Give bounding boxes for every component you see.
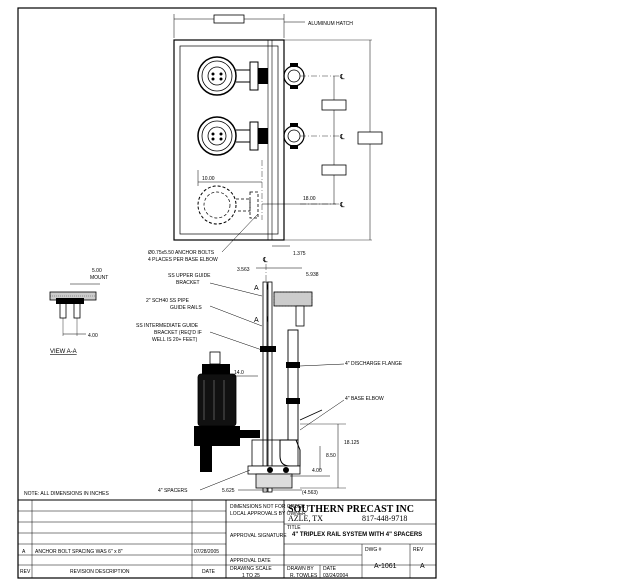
spacers-label: 4" SPACERS [158, 488, 188, 494]
pump-elevation [194, 351, 260, 472]
view-dimension: 4.00 [88, 333, 98, 339]
dimension-14: 14.0 [234, 370, 244, 376]
centerline-1: ℄ [339, 74, 345, 81]
pump-top-view-3 [197, 185, 259, 225]
dimension-10: 10.00 [202, 176, 215, 182]
upper-bracket-label-1: SS UPPER GUIDE [168, 273, 211, 279]
revision-header-number: REV [20, 569, 31, 575]
drawing-scale-label: DRAWING SCALE [230, 566, 272, 572]
upper-bracket-label-2: BRACKET [176, 280, 200, 286]
hatch-inner-frame [179, 45, 279, 235]
company-city: AZLE, TX [288, 514, 323, 523]
plan-view: ALUMINUM HATCH [148, 14, 383, 263]
guide-rail-right [267, 281, 273, 493]
dimension-4563: (4.563) [302, 490, 318, 496]
mount-dimension: 5.00 [92, 268, 102, 274]
rev-value: A [420, 563, 425, 570]
rev-label: REV [413, 547, 424, 553]
date-label: DATE [323, 566, 337, 572]
section-marker-bottom: A [254, 317, 259, 324]
section-marker-top: A [254, 285, 259, 292]
guide-rail-left [262, 281, 268, 493]
title-label: TITLE [287, 525, 301, 531]
anchor-bolts-label-2: 4 PLACES PER BASE ELBOW [148, 257, 218, 263]
company-phone: 817-448-9718 [362, 514, 407, 523]
dimension-18125: 18.125 [344, 440, 360, 446]
revision-row-description: ANCHOR BOLT SPACING WAS 6" x 8" [35, 549, 123, 555]
dimension-5938: 5.938 [306, 272, 319, 278]
intermediate-bracket-label-1: SS INTERMEDIATE GUIDE [136, 323, 199, 329]
centerline-2: ℄ [339, 134, 345, 141]
pump-top-view-1 [197, 56, 305, 96]
approval-date-label: APPROVAL DATE [230, 558, 271, 564]
discharge-pipe [287, 329, 299, 441]
drawing-scale-value: 1 TO 25 [242, 573, 260, 579]
revision-row-number: A [22, 549, 26, 555]
company-name: SOUTHERN PRECAST INC [288, 504, 414, 515]
revision-row-date: 07/28/2005 [194, 549, 219, 555]
dimension-1375: 1.375 [293, 251, 306, 257]
dimension-400: 4.00 [312, 468, 322, 474]
centerline-elev: ℄ [262, 257, 268, 264]
revision-header-date: DATE [202, 569, 216, 575]
approval-note-2: LOCAL APPROVALS BY OWNER [230, 511, 306, 517]
pump-top-view-2 [197, 116, 305, 156]
guide-rails-label-2: GUIDE RAILS [170, 305, 202, 311]
approval-signature-label: APPROVAL SIGNATURE [230, 533, 287, 539]
base-elbow-label: 4" BASE ELBOW [345, 396, 384, 402]
discharge-flange-label: 4" DISCHARGE FLANGE [345, 361, 403, 367]
dimension-5625: 5.625 [222, 488, 235, 494]
drawing-title: 4" TRIPLEX RAIL SYSTEM WITH 4" SPACERS [292, 532, 422, 538]
dimension-18: 18.00 [303, 196, 316, 202]
top-slab [273, 291, 313, 307]
drawn-by: R. TOWLES [290, 573, 318, 579]
dimension-3563: 3.563 [237, 267, 250, 273]
top-dimension-box [213, 14, 245, 24]
approval-note-1: DIMENSIONS NOT FOR ORDER [230, 504, 305, 510]
dwg-number-label: DWG # [365, 547, 382, 553]
anchor-bolts-label-1: Ø0.75x5.50 ANCHOR BOLTS [148, 250, 215, 256]
centerline-3: ℄ [339, 202, 345, 209]
guide-rails-label-1: 2" SCH40 SS PIPE [146, 298, 190, 304]
dimension-box-upper [321, 99, 347, 111]
drawn-by-label: DRAWN BY [287, 566, 314, 572]
dwg-number: A-1061 [374, 563, 397, 570]
dimension-box-overall [357, 131, 383, 145]
base-elbow [247, 409, 323, 489]
elevation-view: ℄ 3.563 5.938 A A SS UPPER GUIDE BRACKET… [136, 257, 403, 496]
aluminum-hatch-frame [173, 39, 285, 241]
dimension-box-lower [321, 164, 347, 176]
drawing-date: 03/24/2004 [323, 573, 348, 579]
dimensions-note: NOTE: ALL DIMENSIONS IN INCHES [24, 491, 109, 497]
revision-header-description: REVISION DESCRIPTION [70, 569, 130, 575]
intermediate-bracket-label-2: BRACKET (REQ'D IF [154, 330, 202, 336]
sheet-border [17, 7, 437, 579]
aluminum-hatch-label: ALUMINUM HATCH [308, 21, 353, 27]
view-a-a-label: VIEW A-A [50, 349, 77, 355]
mount-label: MOUNT [90, 275, 108, 281]
view-a-a: 5.00 MOUNT 4.00 VIEW A-A [49, 268, 108, 355]
title-block: A ANCHOR BOLT SPACING WAS 6" x 8" 07/28/… [18, 499, 436, 579]
dimension-850: 8.50 [326, 453, 336, 459]
intermediate-bracket-label-3: WELL IS 20+ FEET) [152, 337, 198, 343]
